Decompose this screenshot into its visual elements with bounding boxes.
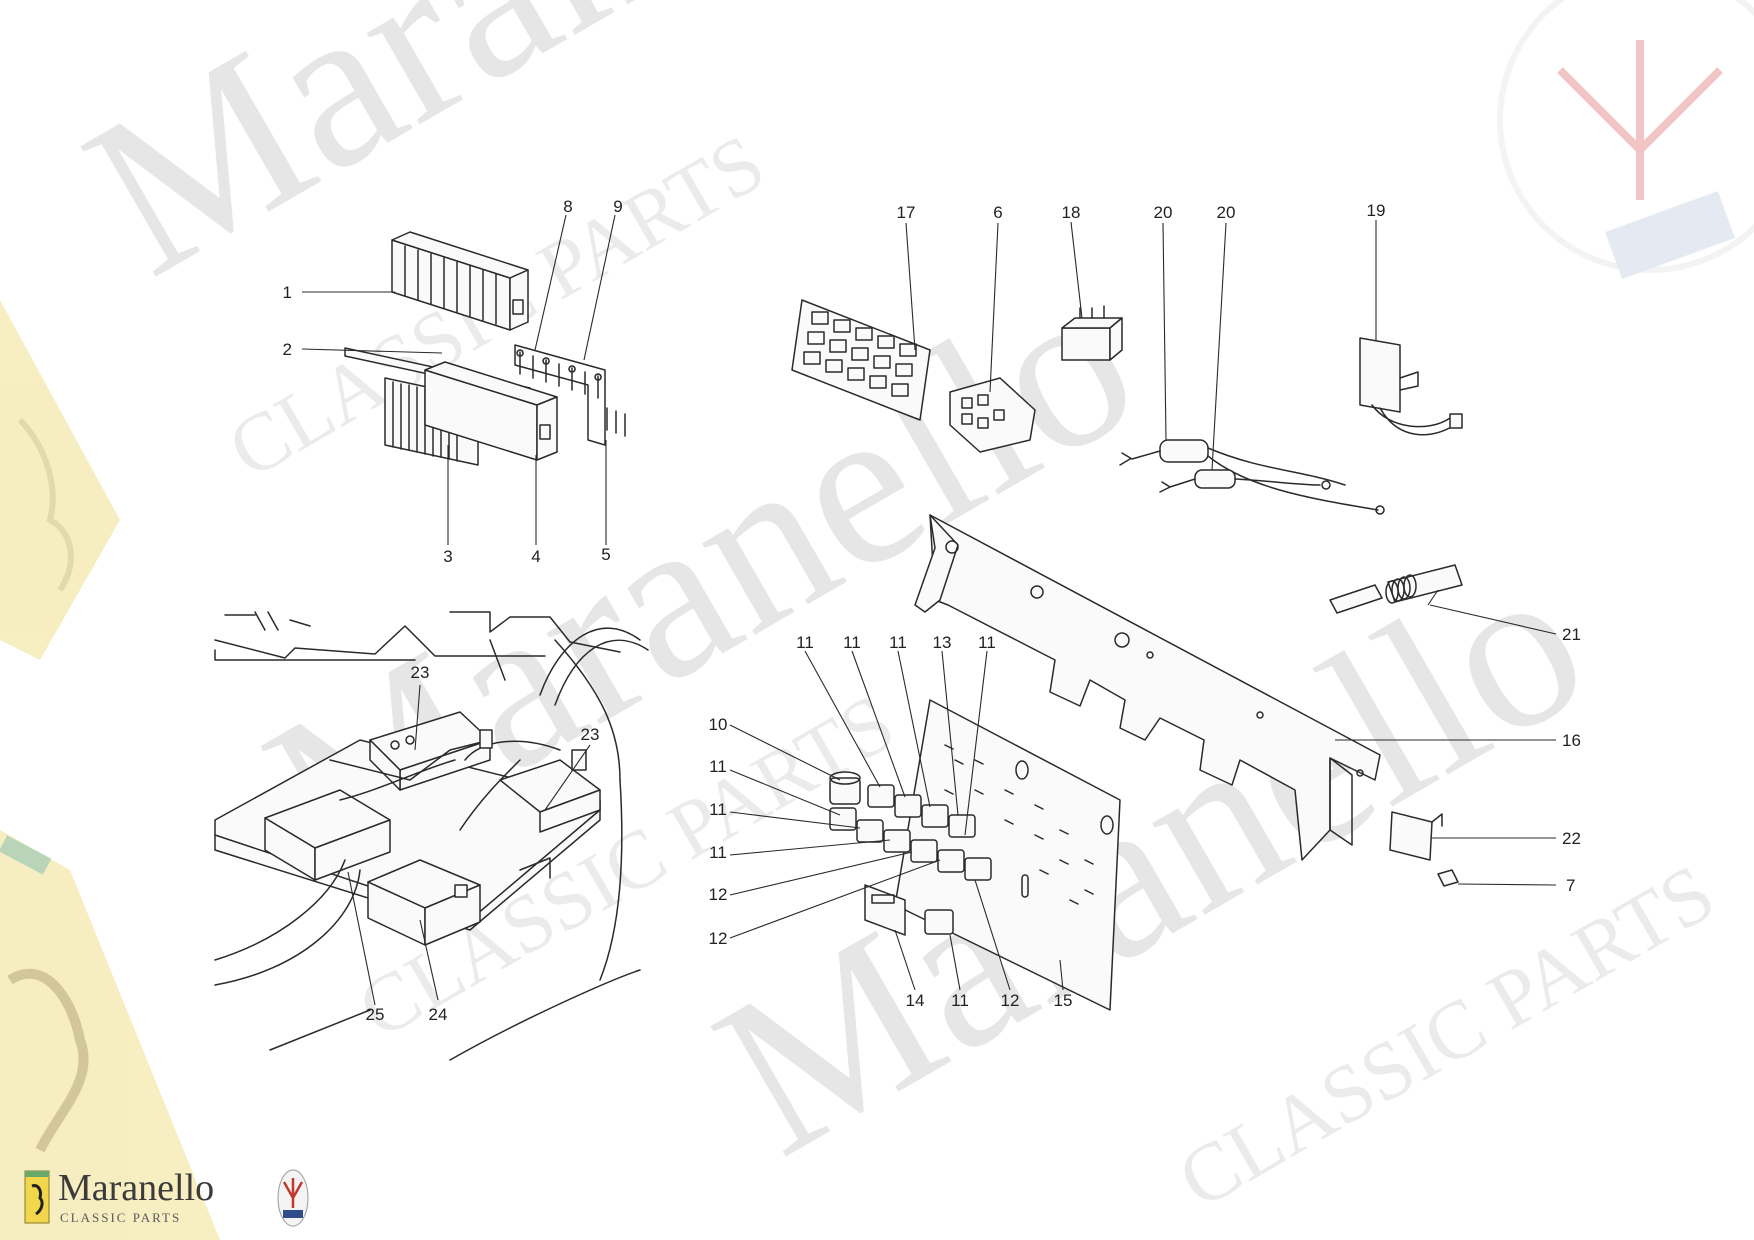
part-relay-22 [1389, 811, 1443, 861]
callout-11a: 11 [796, 633, 814, 652]
brand-tagline: CLASSIC PARTS [60, 1210, 182, 1225]
callout-8: 8 [563, 197, 572, 216]
relay-row-top [867, 784, 976, 838]
callout-23a: 23 [411, 663, 430, 682]
part-sensor-sleeve [1329, 564, 1463, 614]
ferrari-shield-icon [24, 1170, 50, 1224]
callout-11h: 11 [951, 991, 969, 1010]
callout-10: 10 [709, 715, 728, 734]
part-voltage-regulator [1359, 337, 1463, 436]
callout-18: 18 [1062, 203, 1081, 222]
callout-19: 19 [1367, 201, 1386, 220]
part-small-relay [1061, 305, 1123, 361]
callout-20b: 20 [1217, 203, 1236, 222]
callout-16: 16 [1562, 731, 1581, 750]
callout-14: 14 [906, 991, 925, 1010]
part-fuses [516, 349, 626, 437]
callout-1: 1 [283, 283, 292, 302]
callout-5: 5 [601, 545, 610, 564]
callout-11b: 11 [843, 633, 861, 652]
callout-25: 25 [366, 1005, 385, 1024]
part-relay-panel-label [791, 299, 931, 421]
callout-11e: 11 [709, 757, 727, 776]
callout-11c: 11 [889, 633, 907, 652]
installation-view [214, 611, 649, 1061]
callout-11f: 11 [709, 800, 727, 819]
part-support-bracket [914, 514, 1381, 861]
callout-12a: 12 [709, 885, 728, 904]
part-fuse-set-outline [514, 344, 606, 446]
callout-22: 22 [1562, 829, 1581, 848]
leader-lines [301, 214, 1557, 1006]
callout-6: 6 [993, 203, 1002, 222]
callout-11g: 11 [709, 843, 727, 862]
brand-logo: Maranello CLASSIC PARTS [24, 1167, 314, 1230]
part-suppressor-capacitors [1119, 439, 1385, 515]
callout-24: 24 [429, 1005, 448, 1024]
callout-23b: 23 [581, 725, 600, 744]
callout-21: 21 [1562, 625, 1581, 644]
callout-9: 9 [613, 197, 622, 216]
callout-labels: 1 2 3 4 5 8 9 17 6 18 20 20 19 21 16 22 … [283, 197, 1581, 1024]
fuse-box-group [344, 231, 626, 466]
callout-2: 2 [283, 340, 292, 359]
part-clip-7 [1437, 869, 1459, 887]
callout-12c: 12 [1001, 991, 1020, 1010]
ferrari-shield-watermark-top [0, 300, 120, 660]
relay-11-bottom [924, 909, 954, 935]
part-fuse-box-cover [391, 231, 529, 331]
callout-15: 15 [1054, 991, 1073, 1010]
maserati-trident-icon [277, 1169, 309, 1227]
part-fuse-box-base [424, 361, 558, 461]
ferrari-shield-watermark-bottom [0, 830, 220, 1240]
callout-20a: 20 [1154, 203, 1173, 222]
part-connector-block [949, 377, 1036, 453]
brand-name: Maranello [58, 1167, 215, 1209]
callout-12b: 12 [709, 929, 728, 948]
callout-4: 4 [531, 547, 540, 566]
callout-3: 3 [443, 547, 452, 566]
relay-10 [829, 771, 861, 805]
callout-13: 13 [933, 633, 952, 652]
callout-7: 7 [1566, 876, 1575, 895]
callout-17: 17 [897, 203, 916, 222]
callout-11d: 11 [978, 633, 996, 652]
relay-flasher-14 [864, 884, 906, 936]
maserati-badge-watermark [1497, 0, 1754, 280]
